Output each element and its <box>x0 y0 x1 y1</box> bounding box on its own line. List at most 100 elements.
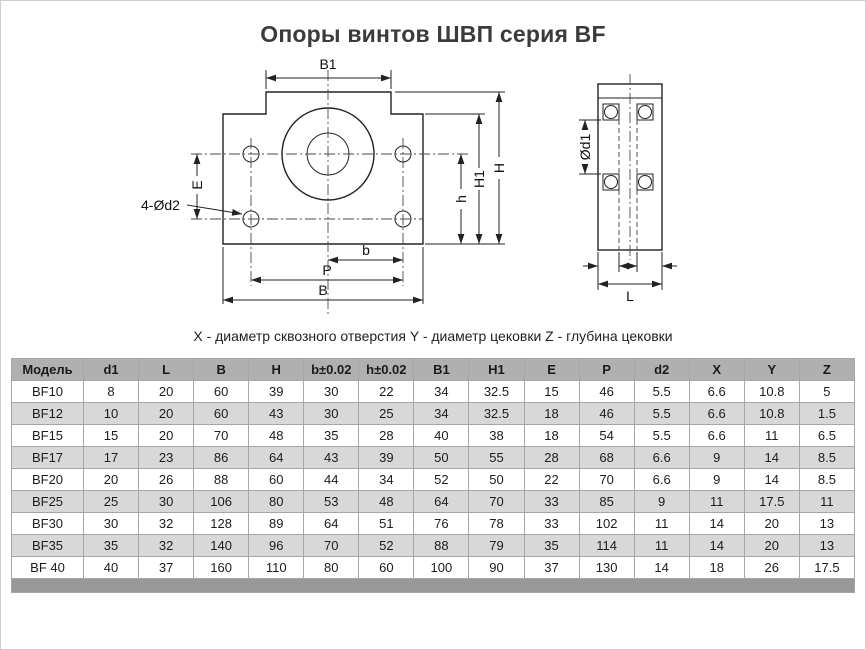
value-cell: 30 <box>303 380 360 403</box>
value-cell: 8.5 <box>798 468 856 491</box>
dim-label-b-small: b <box>362 242 370 258</box>
value-cell: 50 <box>468 468 525 491</box>
value-cell: 78 <box>468 512 525 535</box>
value-cell: 6.5 <box>798 424 856 447</box>
value-cell: 22 <box>358 380 415 403</box>
value-cell: 14 <box>743 468 800 491</box>
column-header: d1 <box>82 358 140 381</box>
value-cell: 38 <box>468 424 525 447</box>
bearing-ball <box>638 105 652 119</box>
value-cell: 48 <box>248 424 305 447</box>
value-cell: 34 <box>358 468 415 491</box>
value-cell: 5.5 <box>633 424 690 447</box>
value-cell: 5.5 <box>633 380 690 403</box>
column-header: E <box>523 358 580 381</box>
value-cell: 51 <box>358 512 415 535</box>
value-cell: 33 <box>523 512 580 535</box>
model-cell: BF25 <box>11 490 84 513</box>
value-cell: 6.6 <box>688 402 745 425</box>
value-cell: 88 <box>193 468 250 491</box>
value-cell: 9 <box>633 490 690 513</box>
column-header: Z <box>798 358 856 381</box>
value-cell: 8 <box>82 380 140 403</box>
value-cell: 35 <box>82 534 140 557</box>
value-cell: 70 <box>578 468 635 491</box>
value-cell: 6.6 <box>633 468 690 491</box>
value-cell: 70 <box>193 424 250 447</box>
value-cell: 15 <box>523 380 580 403</box>
value-cell: 25 <box>358 402 415 425</box>
value-cell: 40 <box>82 556 140 579</box>
value-cell: 32.5 <box>468 402 525 425</box>
value-cell: 102 <box>578 512 635 535</box>
value-cell: 37 <box>523 556 580 579</box>
dim-label-h-small: h <box>453 195 469 203</box>
value-cell: 20 <box>138 380 195 403</box>
value-cell: 80 <box>303 556 360 579</box>
value-cell: 52 <box>413 468 470 491</box>
value-cell: 14 <box>688 512 745 535</box>
column-header: Модель <box>11 358 84 381</box>
value-cell: 114 <box>578 534 635 557</box>
bearing-section <box>636 173 654 191</box>
value-cell: 6.6 <box>633 446 690 469</box>
value-cell: 18 <box>523 424 580 447</box>
value-cell: 34 <box>413 402 470 425</box>
dim-label-h1: H1 <box>471 170 487 188</box>
value-cell: 11 <box>798 490 856 513</box>
value-cell: 10.8 <box>743 402 800 425</box>
value-cell: 30 <box>303 402 360 425</box>
value-cell: 60 <box>193 402 250 425</box>
value-cell: 20 <box>743 534 800 557</box>
value-cell: 46 <box>578 380 635 403</box>
value-cell: 5 <box>798 380 856 403</box>
value-cell: 10 <box>82 402 140 425</box>
value-cell: 48 <box>358 490 415 513</box>
model-cell: BF10 <box>11 380 84 403</box>
value-cell: 160 <box>193 556 250 579</box>
value-cell: 60 <box>248 468 305 491</box>
value-cell: 32 <box>138 512 195 535</box>
value-cell: 34 <box>413 380 470 403</box>
value-cell: 10.8 <box>743 380 800 403</box>
value-cell: 96 <box>248 534 305 557</box>
value-cell: 106 <box>193 490 250 513</box>
value-cell: 14 <box>688 534 745 557</box>
front-outline <box>222 91 424 245</box>
value-cell: 50 <box>413 446 470 469</box>
model-cell: BF35 <box>11 534 84 557</box>
value-cell: 35 <box>303 424 360 447</box>
column-header: b±0.02 <box>303 358 360 381</box>
column-header: L <box>138 358 195 381</box>
value-cell: 5.5 <box>633 402 690 425</box>
value-cell: 13 <box>798 512 856 535</box>
column-header: P <box>578 358 635 381</box>
model-cell: BF30 <box>11 512 84 535</box>
value-cell: 46 <box>578 402 635 425</box>
value-cell: 15 <box>82 424 140 447</box>
value-cell: 64 <box>413 490 470 513</box>
column-header: X <box>688 358 745 381</box>
value-cell: 70 <box>303 534 360 557</box>
column-header: B <box>193 358 250 381</box>
value-cell: 26 <box>138 468 195 491</box>
value-cell: 89 <box>248 512 305 535</box>
value-cell: 20 <box>743 512 800 535</box>
value-cell: 32.5 <box>468 380 525 403</box>
value-cell: 54 <box>578 424 635 447</box>
value-cell: 76 <box>413 512 470 535</box>
value-cell: 52 <box>358 534 415 557</box>
bearing-ball <box>604 175 618 189</box>
dim-label-d1: Ød1 <box>577 134 593 161</box>
value-cell: 20 <box>138 424 195 447</box>
value-cell: 18 <box>523 402 580 425</box>
